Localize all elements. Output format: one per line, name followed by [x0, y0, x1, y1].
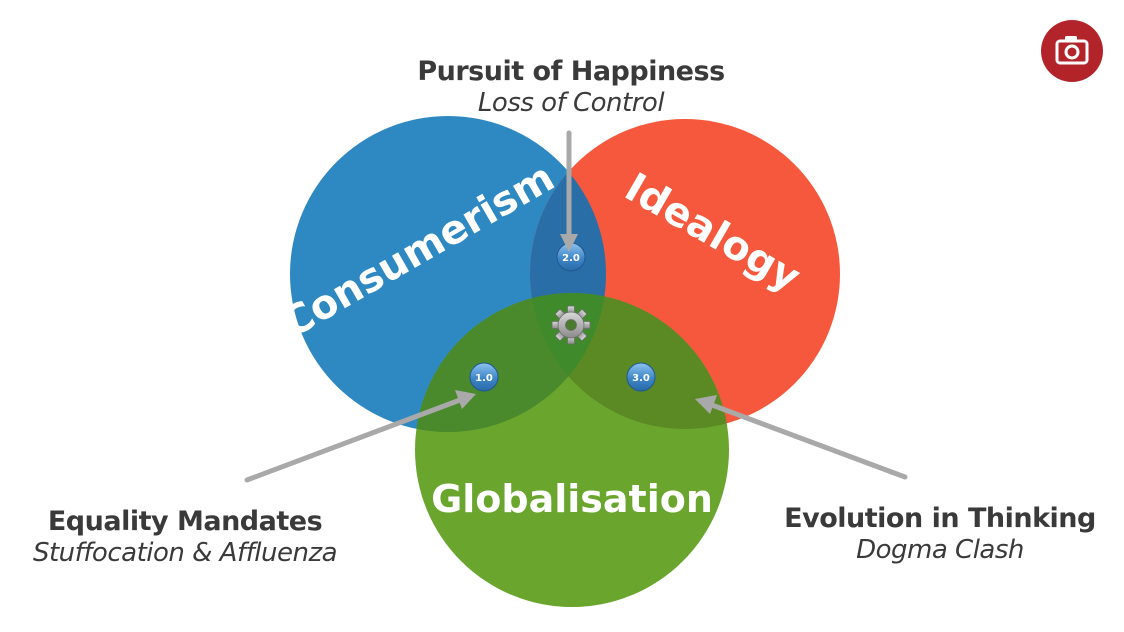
annotation-top-subtitle: Loss of Control [477, 88, 665, 118]
annotation-top: Pursuit of Happiness Loss of Control [371, 56, 771, 118]
badge-3-0: 3.0 [626, 362, 656, 392]
badge-2-0: 2.0 [556, 242, 586, 272]
svg-text:1.0: 1.0 [475, 373, 493, 384]
camera-button[interactable] [1041, 20, 1103, 82]
annotation-top-title: Pursuit of Happiness [417, 56, 725, 87]
annotation-left-title: Equality Mandates [47, 506, 323, 537]
gear-icon [551, 305, 591, 345]
annotation-right-title: Evolution in Thinking [784, 503, 1096, 534]
svg-text:2.0: 2.0 [562, 253, 580, 264]
annotation-right-subtitle: Dogma Clash [856, 535, 1024, 565]
annotation-left: Equality Mandates Stuffocation & Affluen… [10, 506, 360, 568]
camera-icon [1055, 36, 1089, 65]
annotation-right: Evolution in Thinking Dogma Clash [770, 503, 1110, 565]
globalisation-label: Globalisation [431, 477, 713, 521]
arrow-right [695, 395, 908, 480]
badge-1-0: 1.0 [469, 362, 499, 392]
arrow-top [560, 130, 578, 252]
annotation-left-subtitle: Stuffocation & Affluenza [32, 538, 338, 568]
arrow-left [244, 390, 476, 483]
svg-text:3.0: 3.0 [632, 373, 650, 384]
